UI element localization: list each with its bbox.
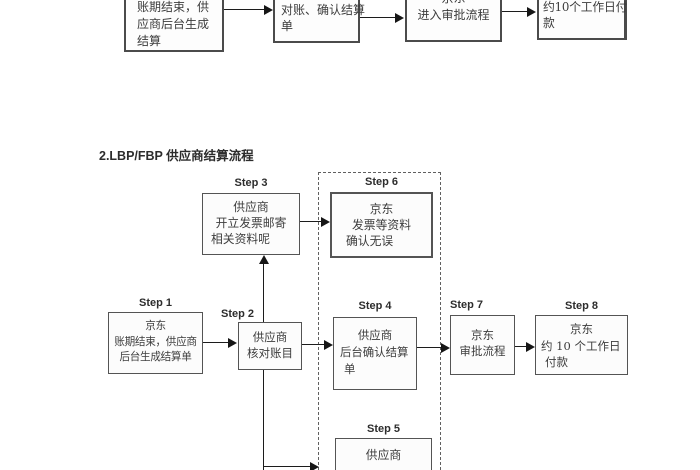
step-3-label: Step 3 [234, 177, 268, 189]
box-text-line: 供应商 [233, 200, 269, 214]
box-text-line: 供应商 [252, 330, 288, 344]
arrow-step1-step2 [203, 342, 231, 343]
box-text-line: 进入审批流程 [417, 8, 490, 22]
step-5-label: Step 5 [366, 423, 400, 435]
arrowhead-right-icon [321, 217, 330, 227]
arrowhead-right-icon [324, 340, 333, 350]
step-8-box: 京东 约 10 个工作日 付款 [535, 315, 628, 375]
arrowhead-up-icon [259, 255, 269, 264]
step-3-box: 供应商 开立发票邮寄 相关资料呢 [202, 193, 300, 255]
box-text-line: 对账、确认结算 [281, 3, 366, 17]
box-text-line: 单 [344, 362, 356, 376]
arrowhead-right-icon [395, 13, 404, 23]
step-2-box: 供应商 核对账目 [238, 322, 302, 370]
step-8-label: Step 8 [564, 300, 598, 312]
arrowhead-right-icon [527, 7, 536, 17]
box-text-line: 供应商 [357, 328, 393, 342]
arrow-step2-step3 [263, 262, 264, 322]
arrow-step7-step8 [515, 346, 529, 347]
step-1-box: 京东 账期结束，供应商 后台生成结算单 [108, 312, 203, 374]
arrow-step2-step5 [264, 466, 312, 467]
box-text-line: 确认无误 [346, 234, 394, 248]
step-2-label: Step 2 [221, 308, 255, 320]
step-6-label: Step 6 [364, 176, 398, 188]
arrowhead-right-icon [526, 342, 535, 352]
box-text-line: 约10个工作日付 [543, 0, 628, 14]
arrow-step2-step4 [302, 344, 327, 345]
box-text-line: 京东 [369, 202, 394, 216]
step-7-label: Step 7 [450, 299, 484, 311]
box-text-line: 京东 [407, 0, 500, 7]
dashed-group-border [318, 172, 441, 470]
box-text-line: 款 [543, 15, 555, 30]
arrow-topbox1-topbox2 [224, 9, 266, 10]
step-7-box: 京东 审批流程 [450, 315, 515, 375]
box-text-line: 相关资料呢 [211, 232, 270, 246]
box-text-line: 审批流程 [459, 344, 506, 358]
top-box-settlement-generated: 账期结束，供 应商后台生成 结算 [124, 0, 224, 52]
box-text-line: 京东 [145, 320, 166, 332]
box-text-line: 约 10 个工作日 [541, 338, 621, 353]
arrowhead-right-icon [228, 338, 237, 348]
box-text-line: 供应商 [365, 448, 402, 462]
box-text-line: 应商后台生成 [137, 17, 210, 31]
box-text-line: 结算 [137, 34, 162, 48]
box-text-line: 核对账目 [247, 346, 293, 360]
step-4-label: Step 4 [358, 300, 392, 312]
step-5-box: 供应商 [335, 438, 432, 470]
top-box-payment-10-days: 约10个工作日付 款 [537, 0, 627, 40]
arrow-topbox3-topbox4 [502, 11, 530, 12]
top-box-approval-process: 京东 进入审批流程 [405, 0, 502, 42]
box-text-line: 后台生成结算单 [119, 351, 192, 363]
section-title: 2.LBP/FBP 供应商结算流程 [99, 149, 254, 163]
step-4-box: 供应商 后台确认结算 单 [333, 317, 417, 390]
box-text-line: 京东 [471, 328, 494, 342]
arrow-step2-down [263, 370, 264, 470]
arrow-step3-step6 [300, 221, 324, 222]
step-6-box: 京东 发票等资料 确认无误 [330, 192, 433, 258]
box-text-line: 账期结束，供应商 [114, 335, 197, 348]
arrowhead-right-icon [310, 462, 319, 470]
arrow-step4-step7 [417, 347, 444, 348]
step-1-label: Step 1 [138, 297, 172, 309]
box-text-line: 开立发票邮寄 [215, 216, 287, 230]
arrowhead-right-icon [264, 5, 273, 15]
arrow-topbox2-topbox3 [360, 17, 397, 18]
box-text-line: 发票等资料 [352, 218, 411, 232]
box-text-line: 付款 [545, 355, 568, 369]
box-text-line: 账期结束，供 [137, 0, 210, 14]
box-text-line: 后台确认结算 [340, 345, 409, 359]
box-text-line: 单 [281, 19, 294, 33]
box-text-line: 京东 [570, 322, 593, 336]
top-box-reconcile-confirm: 对账、确认结算 单 [273, 0, 366, 43]
arrowhead-right-icon [441, 343, 450, 353]
